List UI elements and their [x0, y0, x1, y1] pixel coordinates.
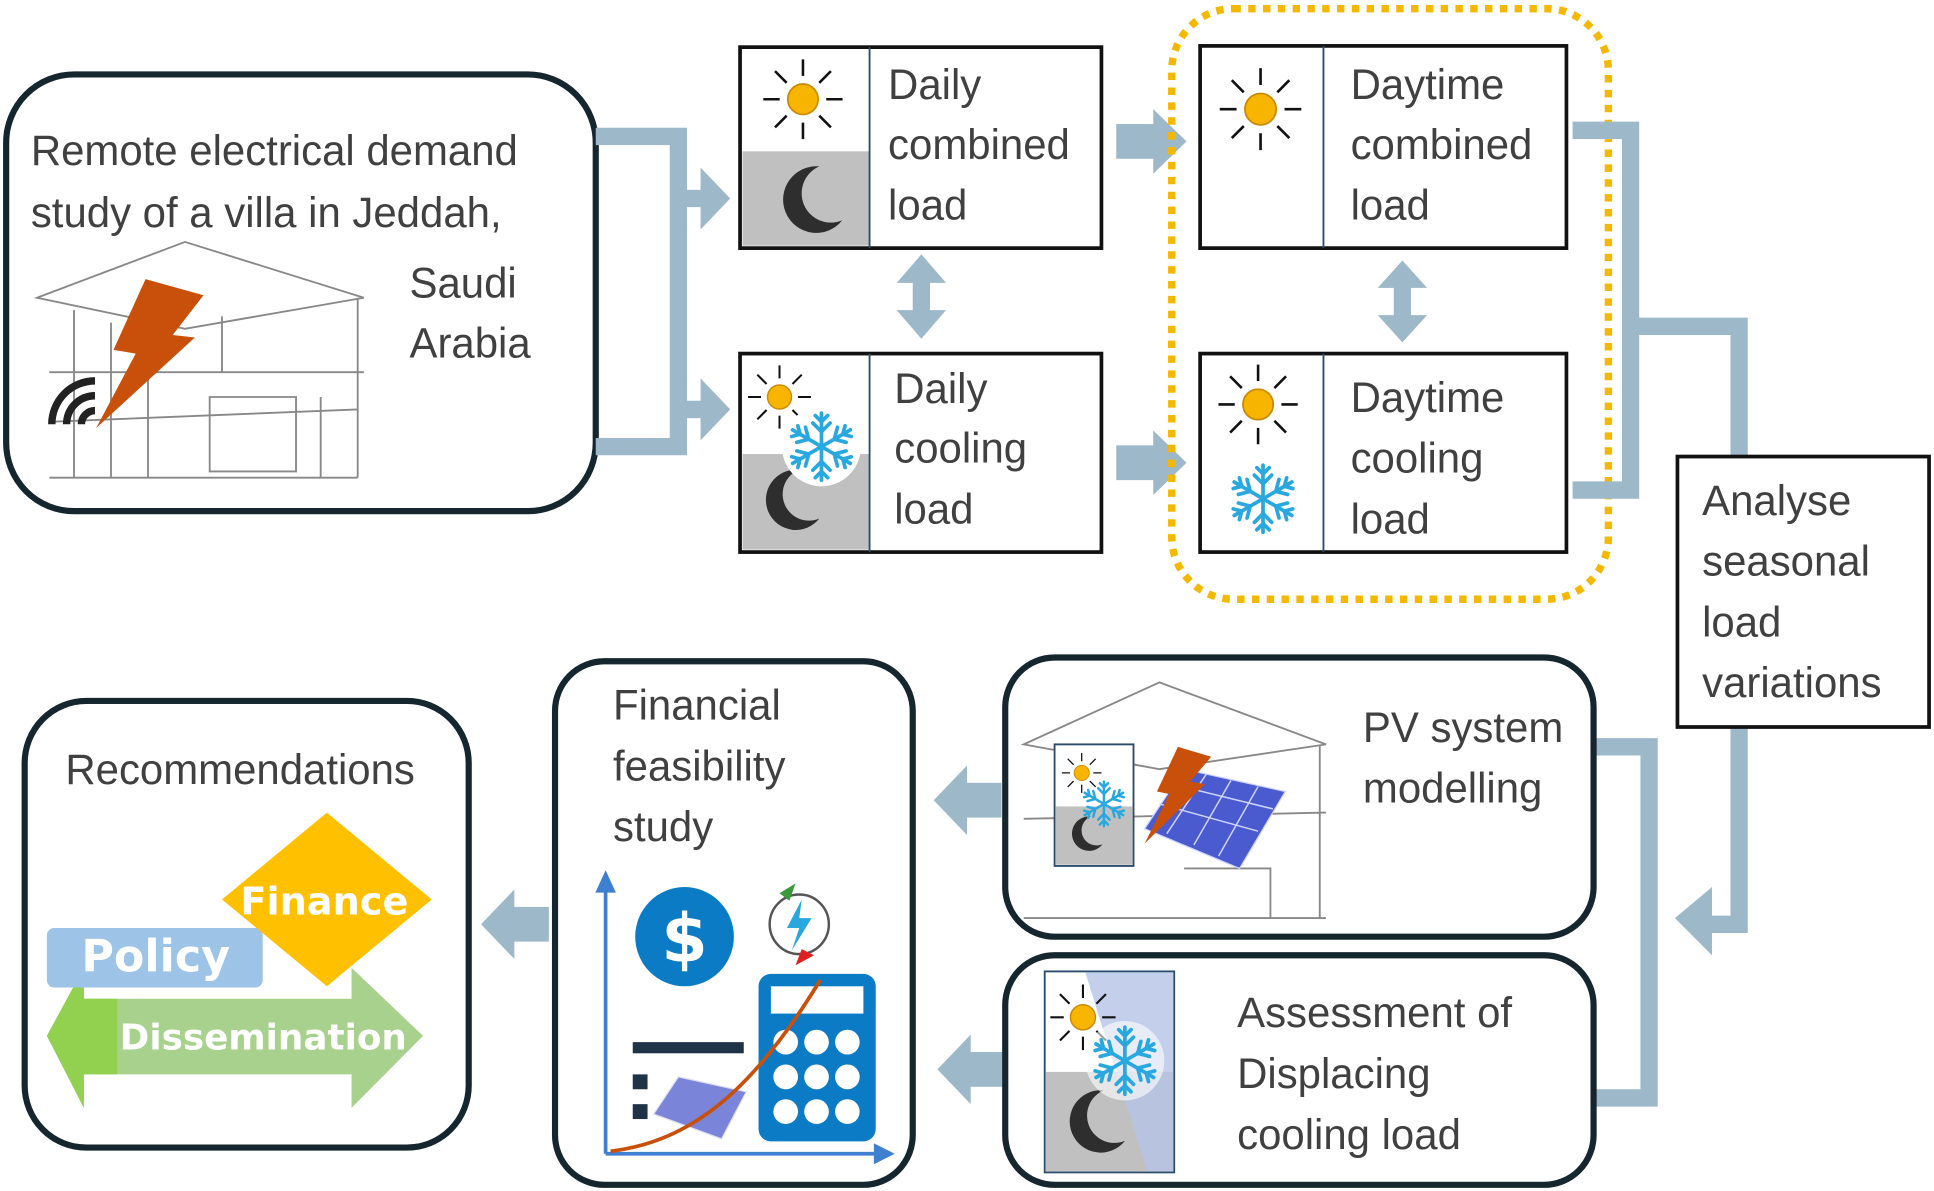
- flow-arrow-merge: [1572, 121, 1748, 1107]
- solar-panel-icon: [652, 1076, 748, 1140]
- source-text-line: Saudi: [409, 260, 516, 307]
- box-text: load: [888, 181, 967, 228]
- lightning-icon: [96, 279, 204, 429]
- box-text: Displacing: [1237, 1050, 1430, 1097]
- box-text: Daily: [894, 365, 987, 412]
- analyse-seasonal-box: Analyse seasonal load variations: [1675, 454, 1931, 729]
- box-text: modelling: [1363, 765, 1542, 812]
- box-text: seasonal: [1702, 538, 1870, 585]
- flow-arrow-right: [1116, 109, 1187, 496]
- box-text: combined: [888, 121, 1070, 168]
- daily-cooling-load-box: Daily cooling load: [738, 351, 1104, 554]
- box-text: cooling: [1351, 435, 1484, 482]
- dollar-icon: [635, 887, 734, 987]
- box-text: Daily: [888, 61, 981, 108]
- box-text: PV system: [1363, 704, 1563, 751]
- box-title: Recommendations: [65, 746, 415, 793]
- source-text-line: Remote electrical demand: [31, 127, 518, 174]
- sun-icon: [1217, 363, 1299, 446]
- policy-tag: Policy: [46, 927, 263, 988]
- box-text: cooling: [894, 425, 1027, 472]
- box-text: feasibility: [613, 742, 785, 789]
- box-text: combined: [1351, 121, 1533, 168]
- sun-icon: [762, 58, 844, 141]
- box-text: Daytime: [1351, 61, 1505, 108]
- box-text: load: [1351, 495, 1430, 542]
- box-text: cooling load: [1237, 1111, 1461, 1158]
- dollar-icon-glyph: $: [661, 899, 707, 977]
- box-text: load: [1351, 181, 1430, 228]
- source-text-line: Arabia: [409, 319, 531, 366]
- wifi-icon: [48, 377, 96, 425]
- flow-arrow-left: [481, 765, 1006, 1105]
- box-text: variations: [1702, 659, 1881, 706]
- box-text: Analyse: [1702, 477, 1851, 524]
- box-text: study: [613, 803, 713, 850]
- sun-icon: [1218, 66, 1303, 152]
- dissemination-label: Dissemination: [120, 1017, 407, 1058]
- daytime-cooling-load-box: Daytime cooling load: [1198, 351, 1569, 554]
- assessment-box: Assessment of Displacing cooling load: [1002, 952, 1597, 1188]
- source-text-line: study of a villa in Jeddah,: [31, 189, 502, 236]
- daytime-highlight-frame: [1168, 4, 1613, 603]
- finance-diamond: Finance: [222, 812, 432, 987]
- box-text: load: [894, 485, 973, 532]
- energy-cycle-icon: [768, 883, 831, 966]
- finance-label: Finance: [240, 879, 408, 924]
- daily-combined-load-box: Daily combined load: [738, 45, 1104, 250]
- daytime-combined-load-box: Daytime combined load: [1198, 44, 1569, 250]
- source-box: Remote electrical demand study of a vill…: [3, 71, 599, 515]
- box-text: Daytime: [1351, 374, 1505, 421]
- double-arrow-icon: [896, 254, 947, 339]
- sun-icon: [1061, 752, 1103, 794]
- flow-arrow-split: [595, 127, 731, 456]
- list-bars-icon: [632, 1042, 744, 1120]
- box-text: load: [1702, 598, 1781, 645]
- double-arrow-icon: [1377, 260, 1428, 343]
- box-text: Assessment of: [1237, 989, 1512, 1036]
- chart-axes-icon: [595, 870, 895, 1165]
- cost-curve: [610, 979, 822, 1154]
- calculator-icon: [758, 973, 876, 1142]
- policy-label: Policy: [81, 930, 230, 982]
- lightning-icon: [1144, 746, 1212, 844]
- pv-system-modelling-box: PV system modelling: [1002, 654, 1597, 940]
- financial-feasibility-box: Financial feasibility study $: [551, 658, 916, 1188]
- box-text: Financial: [613, 681, 781, 728]
- recommendations-box: Recommendations Dissemination Policy Fin…: [21, 697, 472, 1151]
- dissemination-arrow: Dissemination: [46, 967, 424, 1108]
